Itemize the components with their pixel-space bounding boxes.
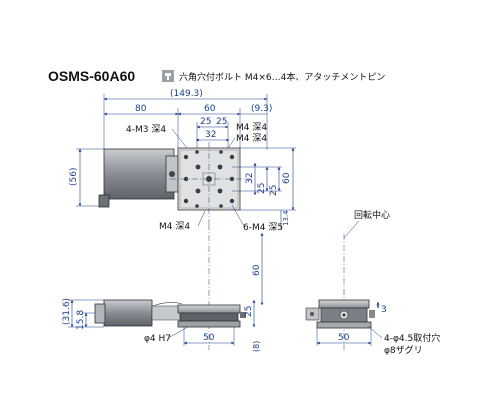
dim-side-3: 3 [381, 305, 387, 315]
motor-front-view [94, 299, 183, 327]
stage-front-view [177, 304, 246, 328]
model-title: OSMS-60A60 [48, 68, 135, 84]
label-m4-top-a: M4 深4 [236, 122, 267, 133]
dim-v60: 60 [282, 172, 292, 184]
bolt-note: 六角穴付ボルト M4×6…4本、アタッチメントピン [179, 71, 385, 83]
dim-overall-width: (149.3) [170, 89, 203, 99]
dim-13-4: 13.4 [282, 210, 290, 226]
dim-front-25: 25 [244, 306, 254, 317]
dim-side-50: 50 [338, 333, 350, 343]
label-m4-bottom: M4 深4 [159, 221, 190, 232]
label-m4-top-b: M4 深4 [236, 133, 267, 144]
dim-v25a: 25 [257, 183, 267, 194]
dim-15-8: 15.8 [76, 310, 86, 330]
hex-socket-bolt-icon [162, 70, 174, 82]
dim-hole-a: 25 [200, 117, 211, 127]
stage-top-view [170, 142, 250, 224]
label-counterbore: φ8ザグリ [384, 344, 423, 356]
dim-v32: 32 [245, 173, 255, 184]
dim-hole-c: 32 [205, 130, 216, 140]
dim-56: (56) [69, 168, 79, 186]
dim-31-6: (31.6) [62, 298, 72, 325]
dim-v25b: 25 [269, 185, 279, 196]
dim-front-50: 50 [203, 333, 215, 343]
label-6-m4: 6-M4 深5 [243, 222, 283, 233]
dim-overhang: (9.3) [251, 104, 272, 114]
dim-travel-60: 60 [252, 264, 262, 276]
dim-hole-b: 25 [216, 117, 227, 127]
dim-stage-width: 60 [204, 104, 216, 114]
label-mount-holes: 4-φ4.5取付穴 [384, 332, 440, 344]
stage-side-view [305, 299, 375, 329]
label-4-m3: 4-M3 深4 [126, 124, 166, 135]
label-pin-phi4: φ4 H7 [144, 334, 171, 344]
dim-motor-length: 80 [135, 104, 147, 114]
dim-front-8: (8) [252, 341, 261, 352]
motor-top-view [98, 148, 179, 208]
label-rotation-center: 回転中心 [354, 209, 390, 221]
